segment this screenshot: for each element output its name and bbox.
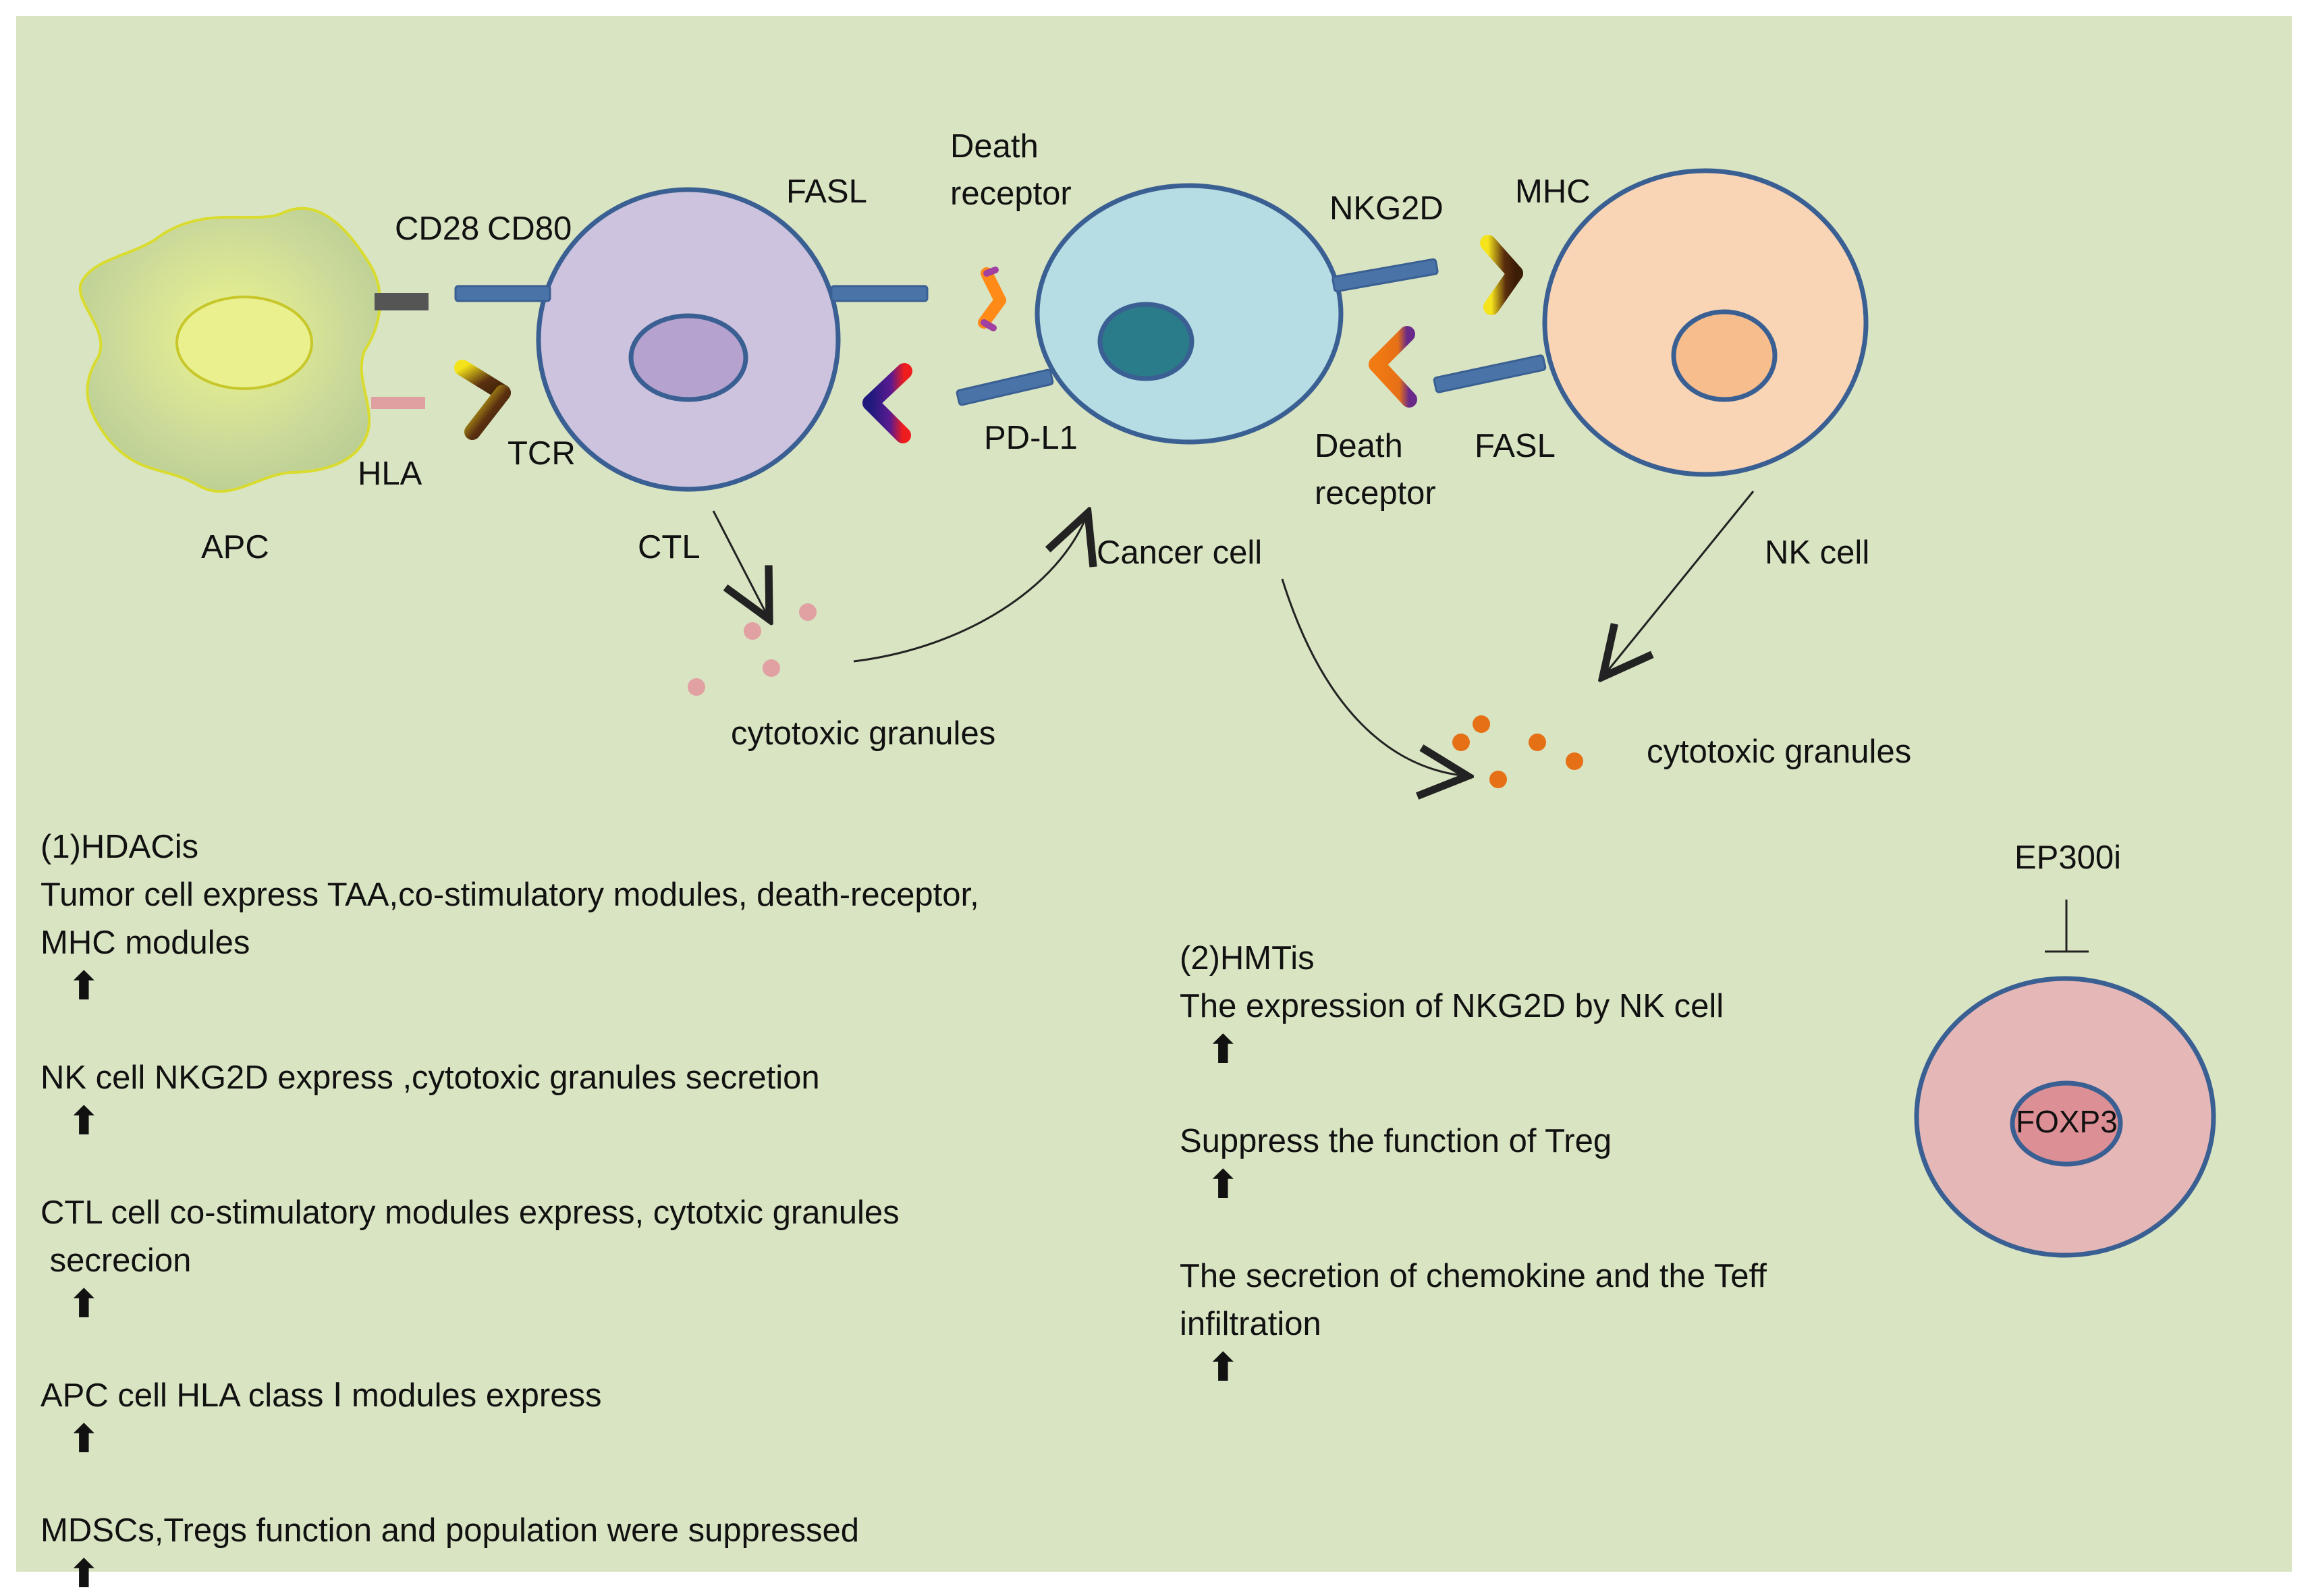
cytotoxic-granules-nk-label: cytotoxic granules: [1647, 734, 1912, 770]
cancer-nucleus: [1097, 302, 1194, 381]
nkg2d-receptor: [1331, 258, 1439, 293]
pd1-receptor: [819, 363, 912, 443]
granule: [688, 678, 705, 696]
mhc-label: MHC: [1515, 173, 1591, 210]
death-receptor-top: [978, 267, 1050, 331]
nk-to-granules-arrow: [1603, 491, 1755, 677]
up-arrow-icon: ⬆: [1207, 1163, 1240, 1207]
hdacis-item-line: APC cell HLA class Ⅰ modules express⬆: [40, 1372, 1188, 1459]
granule: [1489, 771, 1507, 788]
granule: [744, 622, 761, 640]
cancer-cell: [1035, 183, 1344, 445]
tcr-label: TCR: [507, 435, 576, 472]
ctl-nucleus: [628, 313, 748, 402]
foxp3-nucleus: [2010, 1080, 2123, 1167]
fasl-ctl-label: FASL: [786, 173, 867, 210]
tcr-receptor: [454, 360, 549, 440]
hdacis-item-line: secrecion⬆: [40, 1237, 1188, 1324]
hmtis-section: (2)HMTis The expression of NKG2D by NK c…: [1180, 935, 1956, 1387]
cytotoxic-granules-ctl-label: cytotoxic granules: [731, 715, 996, 752]
hdacis-item-line: MDSCs,Tregs function and population were…: [40, 1507, 1188, 1594]
cd28-receptor: [454, 285, 551, 302]
hdacis-item: MDSCs,Tregs function and population were…: [40, 1507, 1188, 1594]
up-arrow-icon: ⬆: [67, 1282, 101, 1326]
hdacis-item: APC cell HLA class Ⅰ modules express⬆: [40, 1372, 1188, 1459]
hmtis-title: (2)HMTis: [1180, 940, 1315, 976]
hla-stub: [371, 397, 425, 409]
mhc-receptor: [1480, 235, 1567, 315]
death-receptor-top-label-2: receptor: [950, 175, 1072, 212]
granule: [763, 659, 780, 677]
nk-nucleus: [1671, 309, 1778, 402]
foxp3-label: FOXP3: [2016, 1104, 2118, 1139]
hmtis-item-line: Suppress the function of Treg⬆: [1180, 1118, 1956, 1205]
ctl-granules: [688, 603, 817, 696]
hmtis-item: The expression of NKG2D by NK cell⬆: [1180, 983, 1956, 1070]
granule: [1452, 734, 1470, 751]
hdacis-item: NK cell NKG2D express ,cytotoxic granule…: [40, 1054, 1188, 1141]
fasl-nk-receptor: [1433, 354, 1547, 393]
granules-to-cancer-arrow: [853, 513, 1088, 663]
hla-label: HLA: [358, 456, 422, 492]
nkg2d-label: NKG2D: [1329, 190, 1444, 227]
granule: [799, 603, 817, 621]
hdacis-section: (1)HDACis Tumor cell express TAA,co-stim…: [40, 823, 1188, 1594]
apc-label: APC: [201, 529, 269, 566]
cancer-cell-label: Cancer cell: [1097, 534, 1263, 571]
up-arrow-icon: ⬆: [1207, 1346, 1240, 1389]
pdl1-receptor: [956, 368, 1054, 406]
up-arrow-icon: ⬆: [1207, 1028, 1240, 1072]
hdacis-title: (1)HDACis: [40, 829, 199, 865]
cd80-label: CD80: [487, 211, 572, 247]
hdacis-item-line: CTL cell co-stimulatory modules express,…: [40, 1194, 900, 1231]
ctl-label: CTL: [638, 529, 700, 566]
hdacis-item-line: Tumor cell express TAA,co-stimulatory mo…: [40, 877, 979, 913]
hmtis-item-line: infiltration⬆: [1180, 1300, 1956, 1387]
ep300i-inhibition-symbol: [2045, 900, 2089, 953]
ep300i-label: EP300i: [2014, 840, 2122, 876]
hmtis-item-line: The secretion of chemokine and the Teff: [1180, 1258, 1767, 1294]
granule: [1473, 715, 1490, 733]
death-receptor-bottom: [1321, 326, 1417, 408]
up-arrow-icon: ⬆: [67, 964, 101, 1008]
hdacis-item: Tumor cell express TAA,co-stimulatory mo…: [40, 871, 1188, 1006]
granule: [1566, 752, 1583, 770]
up-arrow-icon: ⬆: [67, 1417, 101, 1461]
fasl-nk-label: FASL: [1475, 428, 1556, 464]
death-receptor-top-label-1: Death: [950, 128, 1039, 165]
ctl-to-granules-arrow: [712, 510, 769, 620]
up-arrow-icon: ⬆: [67, 1099, 101, 1143]
cd28-label: CD28: [395, 211, 480, 247]
hdacis-item-line: MHC modules⬆: [40, 919, 1188, 1006]
up-arrow-icon: ⬆: [67, 1552, 101, 1596]
hdacis-item-line: NK cell NKG2D express ,cytotoxic granule…: [40, 1054, 1188, 1141]
nk-cell-label: NK cell: [1765, 534, 1870, 571]
cancer-to-granules-arrow: [1281, 578, 1468, 776]
apc-nucleus: [175, 296, 313, 390]
hmtis-item-line: The expression of NKG2D by NK cell⬆: [1180, 983, 1956, 1070]
fasl-ctl-receptor: [830, 285, 929, 302]
cd80-stub: [375, 293, 429, 310]
pdl1-label: PD-L1: [984, 420, 1078, 456]
death-receptor-bottom-label-2: receptor: [1315, 475, 1436, 512]
hdacis-item: CTL cell co-stimulatory modules express,…: [40, 1189, 1188, 1324]
hmtis-item: Suppress the function of Treg⬆: [1180, 1118, 1956, 1205]
death-receptor-bottom-label-1: Death: [1315, 428, 1403, 464]
hmtis-item: The secretion of chemokine and the Teff …: [1180, 1253, 1956, 1387]
granule: [1529, 734, 1546, 751]
nk-granules: [1452, 715, 1583, 788]
